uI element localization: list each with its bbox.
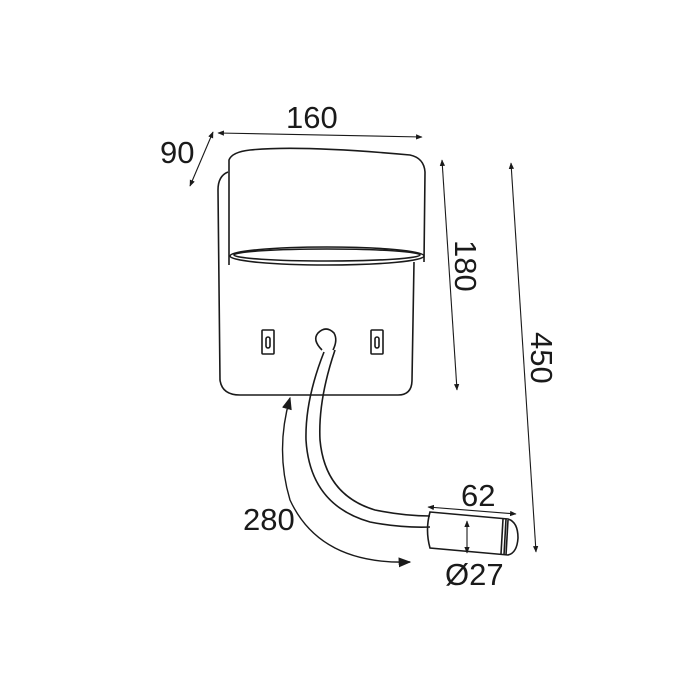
dim-line-arm-length [281,396,412,568]
switch-left [261,329,275,355]
head-ring-3 [505,519,509,556]
dim-head-diameter-label: Ø27 [445,557,504,592]
dim-total-height-label: 450 [524,332,559,384]
head-ring-1 [500,518,504,555]
back-plate [217,171,415,396]
dim-head-length-label: 62 [461,478,495,513]
dim-line-head-length [427,504,517,517]
dim-width-label: 160 [286,100,338,135]
dim-arm-length-label: 280 [243,502,295,537]
arm-socket [314,328,337,351]
dimension-lines [189,130,539,568]
shade-opening [229,246,425,266]
shade [228,147,426,265]
shade-opening-inner [233,248,421,262]
dim-line-width [217,130,423,140]
dim-body-height-label: 180 [448,240,483,292]
switch-right-toggle [374,336,380,349]
head-ring-2 [503,518,507,556]
flex-arm-inner [318,349,431,517]
dim-line-depth [189,131,214,187]
dim-line-body-height [439,159,460,391]
dim-line-total-height [508,162,539,553]
switch-right [370,329,384,355]
switch-left-toggle [265,336,271,349]
dim-depth-label: 90 [160,135,194,170]
